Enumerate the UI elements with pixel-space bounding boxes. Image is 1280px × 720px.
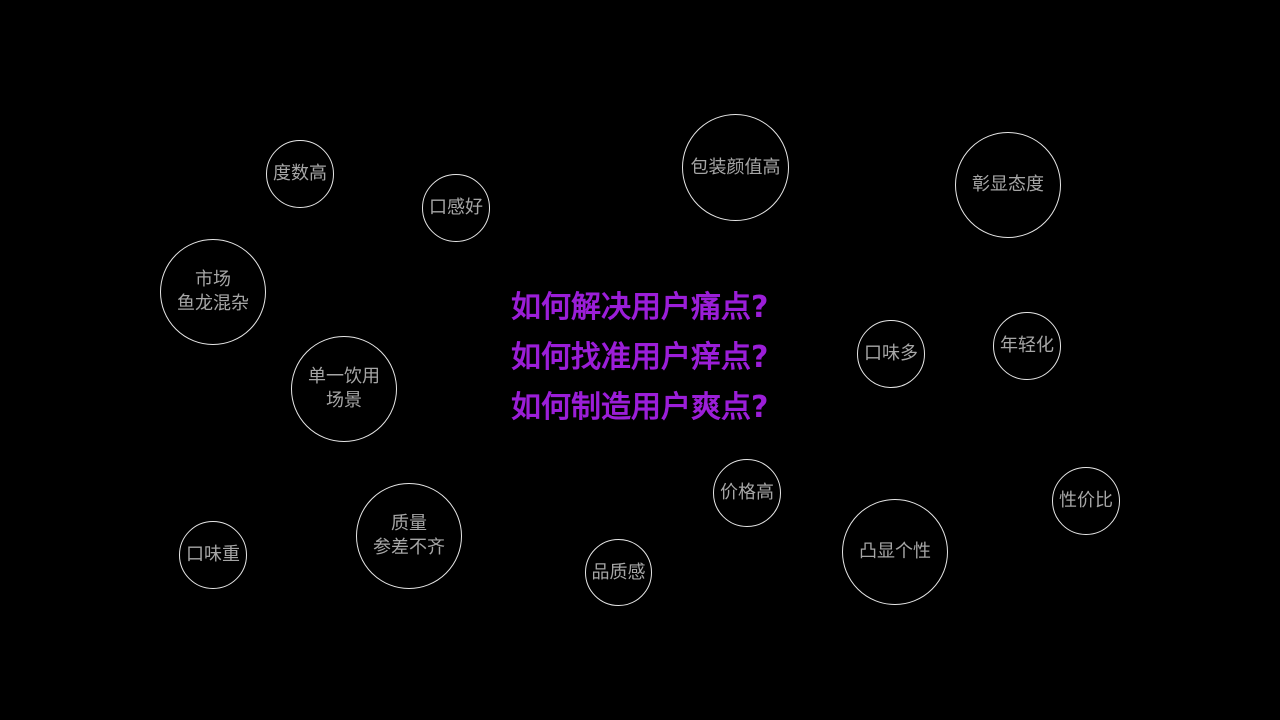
bubble-label: 凸显个性 (859, 541, 931, 562)
bubble-label: 价格高 (720, 482, 774, 503)
bubble-label: 彰显态度 (972, 174, 1044, 195)
bubble-quality-feel: 品质感 (585, 539, 652, 606)
bubble-label: 单一饮用 (308, 366, 380, 387)
bubble-label: 品质感 (591, 561, 646, 583)
bubble-personality: 凸显个性 (842, 499, 948, 605)
bubble-many-flavors: 口味多 (857, 320, 925, 388)
bubble-label: 参差不齐 (373, 537, 445, 558)
bubble-label: 包装颜值高 (690, 156, 781, 178)
bubble-label: 口味重 (186, 544, 240, 565)
central-questions: 如何解决用户痛点? 如何找准用户痒点? 如何制造用户爽点? (511, 283, 811, 433)
bubble-packaging: 包装颜值高 (682, 114, 789, 221)
bubble-label: 性价比 (1059, 490, 1113, 511)
question-itch-point: 如何找准用户痒点? (511, 340, 769, 375)
bubble-single-scene: 单一饮用 场景 (291, 336, 397, 442)
bubble-value: 性价比 (1052, 467, 1120, 535)
bubble-label: 度数高 (273, 163, 327, 184)
bubble-label: 口感好 (429, 197, 483, 218)
bubble-label: 质量 (391, 513, 427, 534)
bubble-label: 市场 (195, 269, 231, 290)
bubble-label: 年轻化 (1000, 335, 1054, 356)
question-pain-point: 如何解决用户痛点? (511, 290, 769, 325)
bubble-label: 鱼龙混杂 (177, 293, 249, 314)
bubble-uneven-quality: 质量 参差不齐 (356, 483, 462, 589)
bubble-label: 场景 (326, 390, 362, 411)
question-delight-point: 如何制造用户爽点? (511, 390, 769, 425)
bubble-youthful: 年轻化 (993, 312, 1061, 380)
bubble-label: 口味多 (864, 343, 918, 364)
bubble-high-price: 价格高 (713, 459, 781, 527)
bubble-heavy-flavor: 口味重 (179, 521, 247, 589)
bubble-high-alcohol: 度数高 (266, 140, 334, 208)
bubble-good-taste: 口感好 (422, 174, 490, 242)
bubble-attitude: 彰显态度 (955, 132, 1061, 238)
bubble-mixed-market: 市场 鱼龙混杂 (160, 239, 266, 345)
